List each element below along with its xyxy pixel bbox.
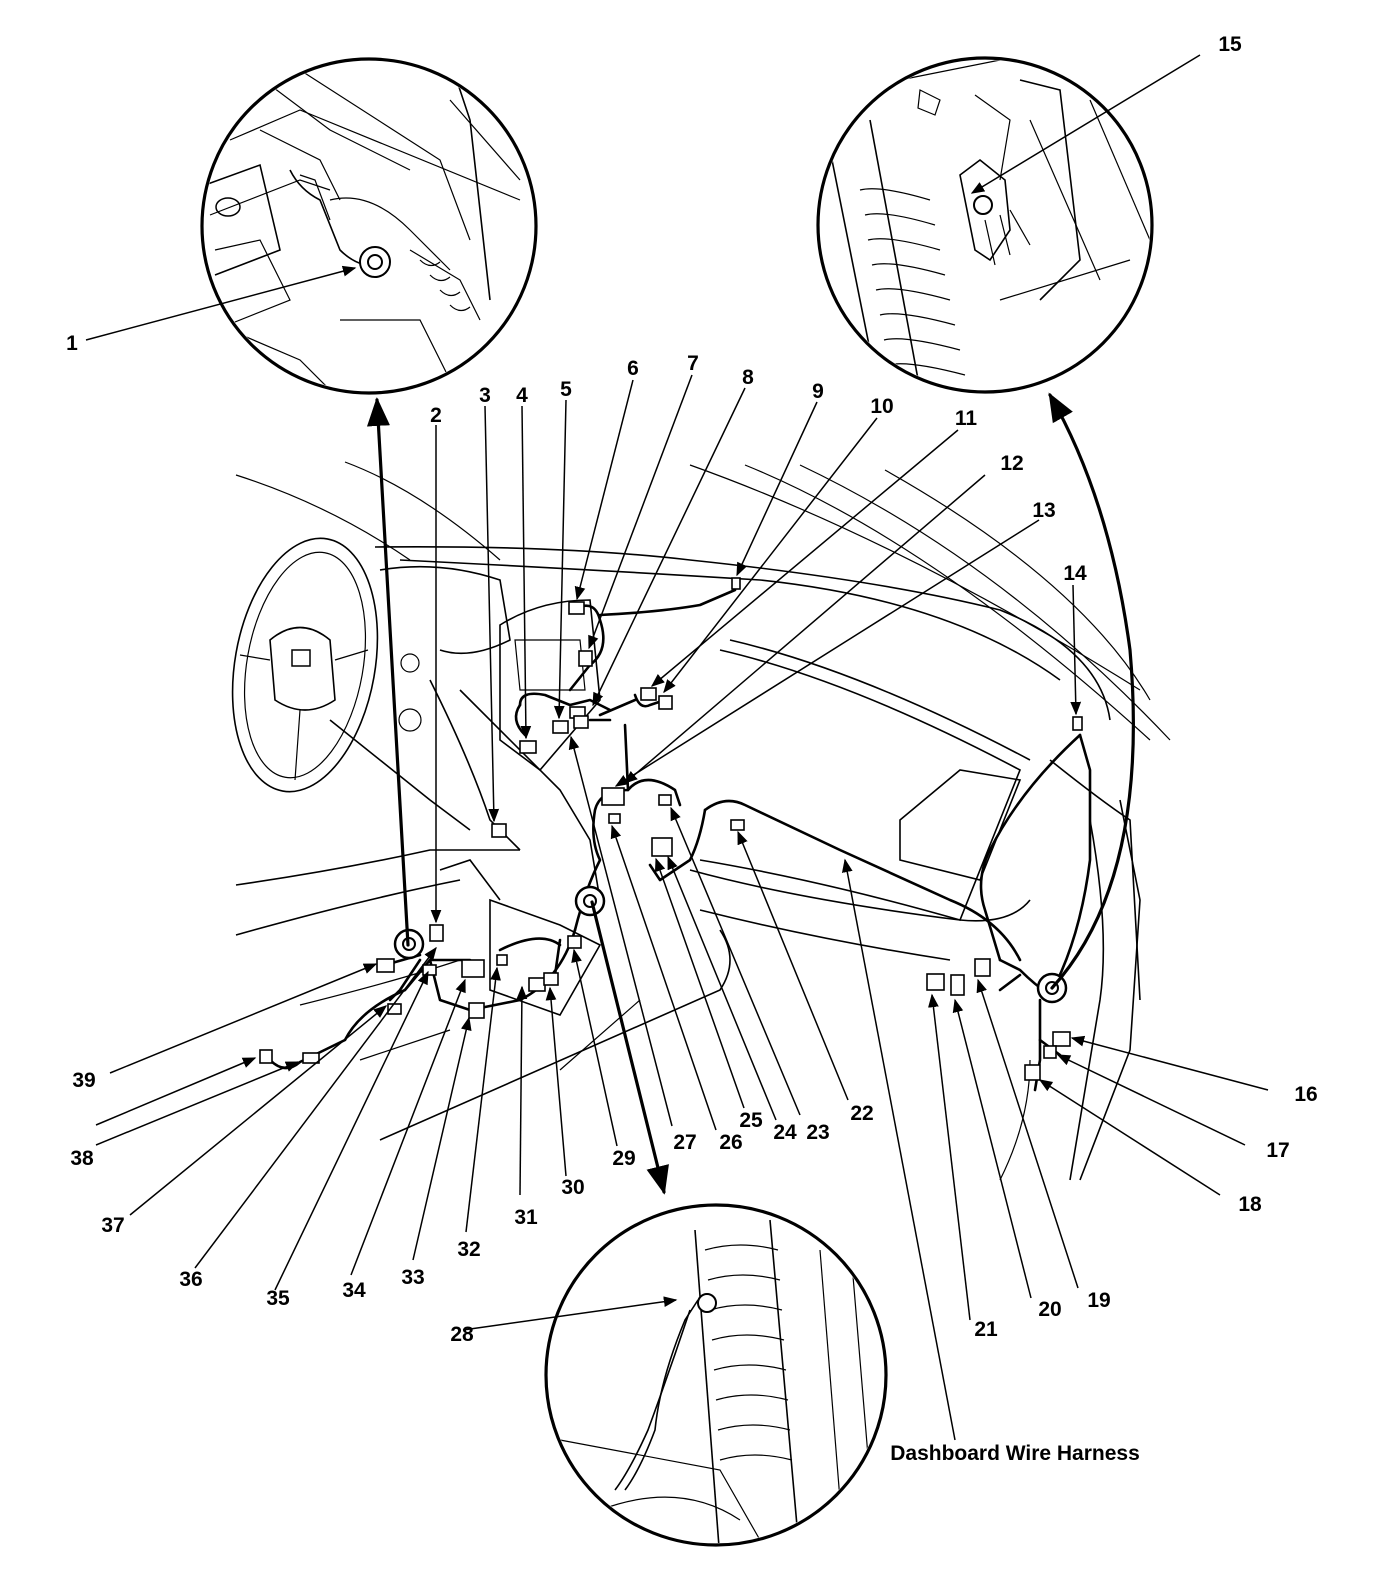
callout-15: 15 — [1218, 33, 1242, 56]
callout-29: 29 — [612, 1147, 635, 1170]
callout-3: 3 — [479, 384, 491, 407]
callout-labels: 1 2 3 4 5 6 7 8 9 10 11 12 13 14 15 16 1… — [66, 33, 1318, 1346]
dashboard-outline — [231, 461, 1171, 1181]
callout-23: 23 — [806, 1121, 829, 1144]
callout-12: 12 — [1000, 452, 1023, 475]
callout-17: 17 — [1266, 1139, 1289, 1162]
callout-4: 4 — [516, 384, 528, 407]
callout-25: 25 — [739, 1109, 763, 1132]
callout-5: 5 — [560, 378, 572, 401]
callout-27: 27 — [673, 1131, 696, 1154]
callout-14: 14 — [1063, 562, 1087, 585]
callout-32: 32 — [457, 1238, 480, 1261]
callout-1: 1 — [66, 332, 78, 355]
callout-18: 18 — [1238, 1193, 1262, 1216]
detail-view-bottom — [544, 1203, 888, 1547]
callout-10: 10 — [870, 395, 893, 418]
callout-2: 2 — [430, 404, 442, 427]
callout-39: 39 — [72, 1069, 95, 1092]
callout-13: 13 — [1032, 499, 1055, 522]
callout-20: 20 — [1038, 1298, 1061, 1321]
callout-30: 30 — [561, 1176, 584, 1199]
callout-19: 19 — [1087, 1289, 1110, 1312]
callout-36: 36 — [179, 1268, 202, 1291]
detail-view-top-right — [816, 56, 1154, 394]
detail-view-top-left — [200, 57, 538, 395]
steering-wheel — [231, 537, 379, 793]
callout-8: 8 — [742, 366, 754, 389]
callout-33: 33 — [401, 1266, 424, 1289]
callout-9: 9 — [812, 380, 824, 403]
callout-6: 6 — [627, 357, 639, 380]
harness-caption: Dashboard Wire Harness — [890, 1442, 1140, 1465]
callout-35: 35 — [266, 1287, 290, 1310]
callout-38: 38 — [70, 1147, 94, 1170]
callout-37: 37 — [101, 1214, 124, 1237]
callout-31: 31 — [514, 1206, 538, 1229]
leader-lines — [85, 54, 1269, 1441]
callout-26: 26 — [719, 1131, 742, 1154]
callout-28: 28 — [450, 1323, 474, 1346]
callout-7: 7 — [687, 352, 699, 375]
callout-16: 16 — [1294, 1083, 1317, 1106]
callout-11: 11 — [955, 407, 978, 430]
callout-34: 34 — [342, 1279, 366, 1302]
connectors — [259, 577, 1083, 1081]
callout-21: 21 — [974, 1318, 998, 1341]
callout-24: 24 — [773, 1121, 797, 1144]
callout-22: 22 — [850, 1102, 873, 1125]
